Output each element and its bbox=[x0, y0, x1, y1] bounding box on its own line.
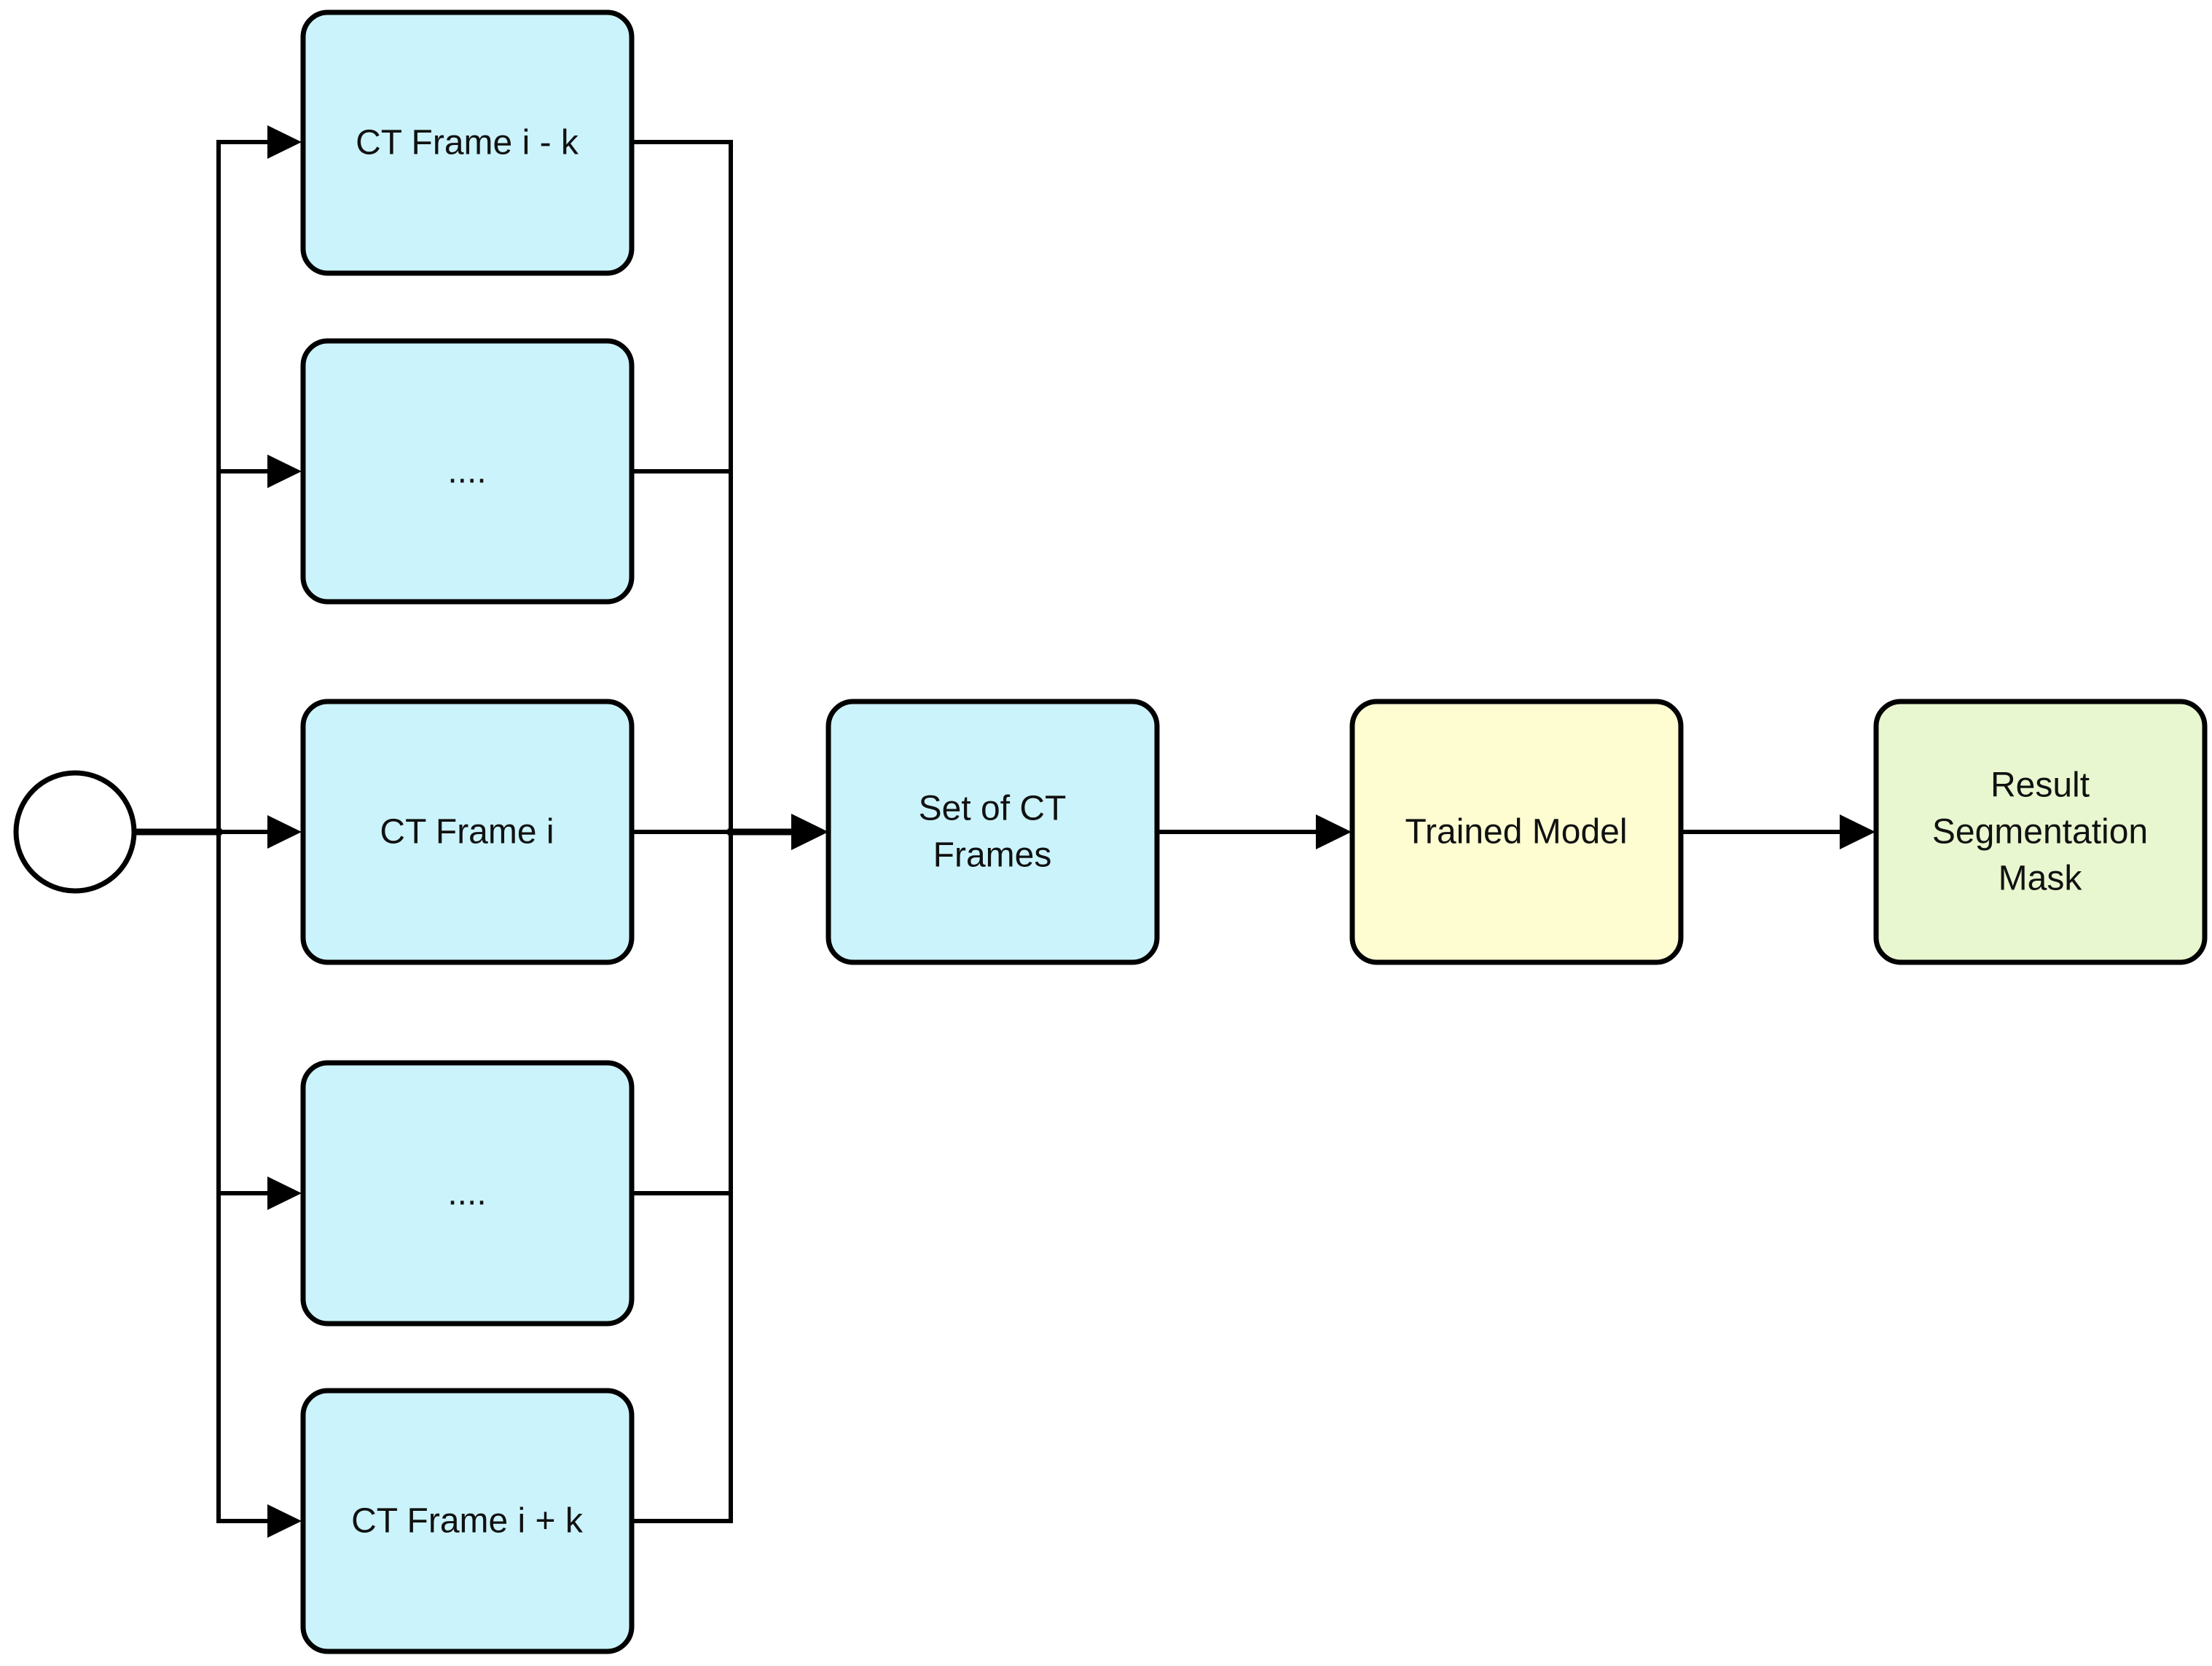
node-label-line: CT Frame i - k bbox=[356, 124, 579, 162]
node-label-line: Frames bbox=[933, 836, 1052, 875]
frame-lower-ellipsis-box: .... bbox=[300, 1060, 635, 1327]
svg-text:CT Frame i - k: CT Frame i - k bbox=[356, 124, 579, 162]
node-label-line: Segmentation bbox=[1932, 813, 2148, 852]
arrowhead-frame-i bbox=[267, 815, 302, 849]
svg-text:CT Frame i + k: CT Frame i + k bbox=[351, 1502, 584, 1541]
arrowhead-upper-ellipsis bbox=[267, 455, 302, 488]
node-label-line: Mask bbox=[1999, 860, 2083, 898]
frame-upper-ellipsis-box: .... bbox=[300, 338, 635, 605]
arrowhead-frame-i-minus-k bbox=[267, 125, 302, 159]
arrowhead-frame-i-plus-k bbox=[267, 1504, 302, 1538]
svg-text:....: .... bbox=[447, 452, 486, 491]
arrowhead-result-mask bbox=[1840, 814, 1875, 849]
svg-text:Trained Model: Trained Model bbox=[1405, 813, 1627, 852]
node-label-line: Result bbox=[1991, 766, 2090, 805]
node-label-line: CT Frame i bbox=[380, 813, 554, 852]
connectors bbox=[132, 140, 1843, 1523]
arrowhead-set-of-frames bbox=[791, 814, 828, 850]
start-node bbox=[13, 770, 137, 894]
set-of-frames-box: Set of CT Frames bbox=[825, 699, 1160, 965]
node-label-line: CT Frame i + k bbox=[351, 1502, 584, 1541]
node-label-line: .... bbox=[447, 452, 486, 491]
frame-i-box: CT Frame i bbox=[300, 699, 635, 965]
svg-text:CT Frame i: CT Frame i bbox=[380, 813, 554, 852]
frame-i-plus-k-box: CT Frame i + k bbox=[300, 1388, 635, 1654]
trained-model-box: Trained Model bbox=[1349, 699, 1684, 965]
frame-i-minus-k-box: CT Frame i - k bbox=[300, 9, 635, 276]
node-label-line: Set of CT bbox=[919, 790, 1067, 828]
arrowheads bbox=[267, 125, 1875, 1538]
arrowhead-lower-ellipsis bbox=[267, 1176, 302, 1210]
svg-text:....: .... bbox=[447, 1174, 486, 1213]
node-label-line: Trained Model bbox=[1405, 813, 1627, 852]
arrowhead-trained-model bbox=[1316, 814, 1352, 849]
node-label-line: .... bbox=[447, 1174, 486, 1213]
